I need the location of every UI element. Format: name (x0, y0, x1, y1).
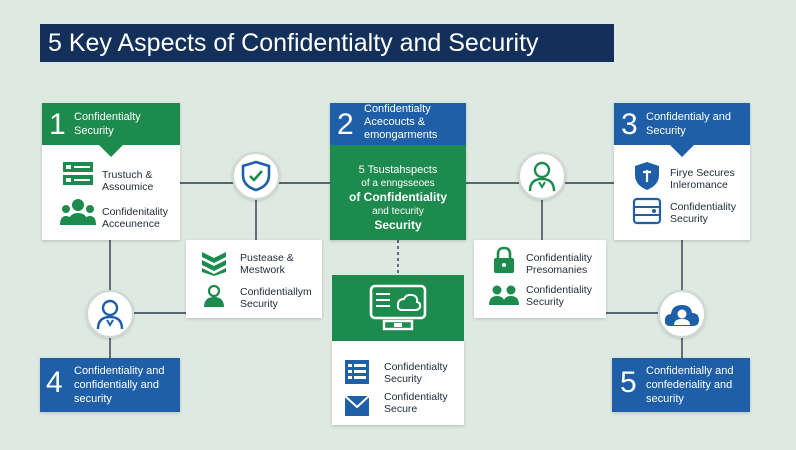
box-2: 2 Confidentialty Acecoucts & emongarment… (330, 103, 466, 240)
person-icon (528, 161, 556, 192)
box-1-item-2-text: Confidenitality Acceunence (102, 206, 168, 230)
box-5-header-text: Confidentially and confederiality and se… (646, 365, 734, 405)
middle-right-item-1-text: Confidentiality Presomanies (526, 252, 592, 276)
user-group-icon (60, 199, 96, 225)
stack-icon (202, 252, 226, 276)
middle-left-card: Pustease & Mestwork Confidentiallym Secu… (186, 240, 322, 318)
box-2-line-5: Security (374, 218, 422, 232)
bottom-center-header (332, 275, 464, 341)
middle-right-item-2-text: Confidentiality Security (526, 284, 592, 308)
box-1-header: 1 Confidentialty Security (42, 103, 180, 145)
page-title: 5 Key Aspects of Confidentialty and Secu… (40, 24, 614, 62)
user-badge-icon (96, 299, 124, 330)
box-1: 1 Confidentialty Security Trustuch & Ass… (42, 103, 180, 240)
connector-user-left (86, 290, 134, 338)
list-icon (345, 360, 369, 384)
middle-left-item-1-text: Pustease & Mestwork (240, 252, 294, 276)
box-1-number: 1 (49, 108, 66, 141)
box-4-number: 4 (46, 366, 63, 399)
box-2-line-4: and tecurity (372, 206, 424, 217)
server-list-icon (63, 162, 93, 185)
users-icon (489, 285, 519, 305)
box-5-number: 5 (620, 366, 637, 399)
database-icon (632, 197, 662, 225)
box-3-header-text: Confidentialy and Security (646, 111, 732, 137)
box-2-header: 2 Confidentialty Acecoucts & emongarment… (330, 103, 466, 145)
box-3-item-2-text: Confidentiality Security (670, 201, 736, 225)
shield-icon (635, 162, 659, 190)
connector-shield-check (232, 152, 280, 200)
lock-icon (494, 246, 514, 273)
middle-left-item-2-text: Confidentiallym Security (240, 286, 312, 310)
box-2-line-2: of a enngsseoes (361, 178, 435, 189)
box-3-number: 3 (621, 108, 638, 141)
box-3: 3 Confidentialy and Security Firye Secur… (614, 103, 750, 240)
connector-person (518, 152, 566, 200)
box-5: 5 Confidentially and confederiality and … (612, 358, 750, 412)
monitor-cloud-icon (369, 284, 427, 331)
box-1-header-text: Confidentialty Security (74, 111, 141, 137)
bottom-center-item-1-text: Confidentialty Security (384, 361, 448, 385)
bottom-center-item-2-text: Confidentialty Secure (384, 391, 448, 415)
box-3-item-1-text: Firye Secures Inleromance (670, 167, 735, 191)
box-2-center-text: 5 Tsustahspects of a enngsseoes of Confi… (330, 163, 466, 233)
box-3-header: 3 Confidentialy and Security (614, 103, 750, 145)
user-icon (204, 284, 224, 307)
box-1-item-1-text: Trustuch & Assoumice (102, 169, 154, 193)
envelope-check-icon (344, 395, 370, 416)
box-3-notch (670, 145, 694, 157)
box-2-line-1: 5 Tsustahspects (358, 164, 438, 176)
box-2-header-text: Confidentialty Acecoucts & emongarments (364, 103, 438, 141)
box-1-notch (99, 145, 123, 157)
box-2-line-3: of Confidentiality (349, 190, 447, 204)
shield-check-icon (241, 160, 271, 192)
box-2-number: 2 (337, 108, 354, 141)
box-4: 4 Confidentiality and confidentially and… (40, 358, 180, 412)
cloud-user-icon (664, 305, 699, 326)
connector-cloud-user (658, 290, 706, 338)
bottom-center-card: Confidentialty Security Confidentialty S… (332, 341, 464, 425)
middle-right-card: Confidentiality Presomanies Confidential… (474, 240, 606, 318)
box-4-header-text: Confidentiality and confidentially and s… (74, 365, 165, 405)
